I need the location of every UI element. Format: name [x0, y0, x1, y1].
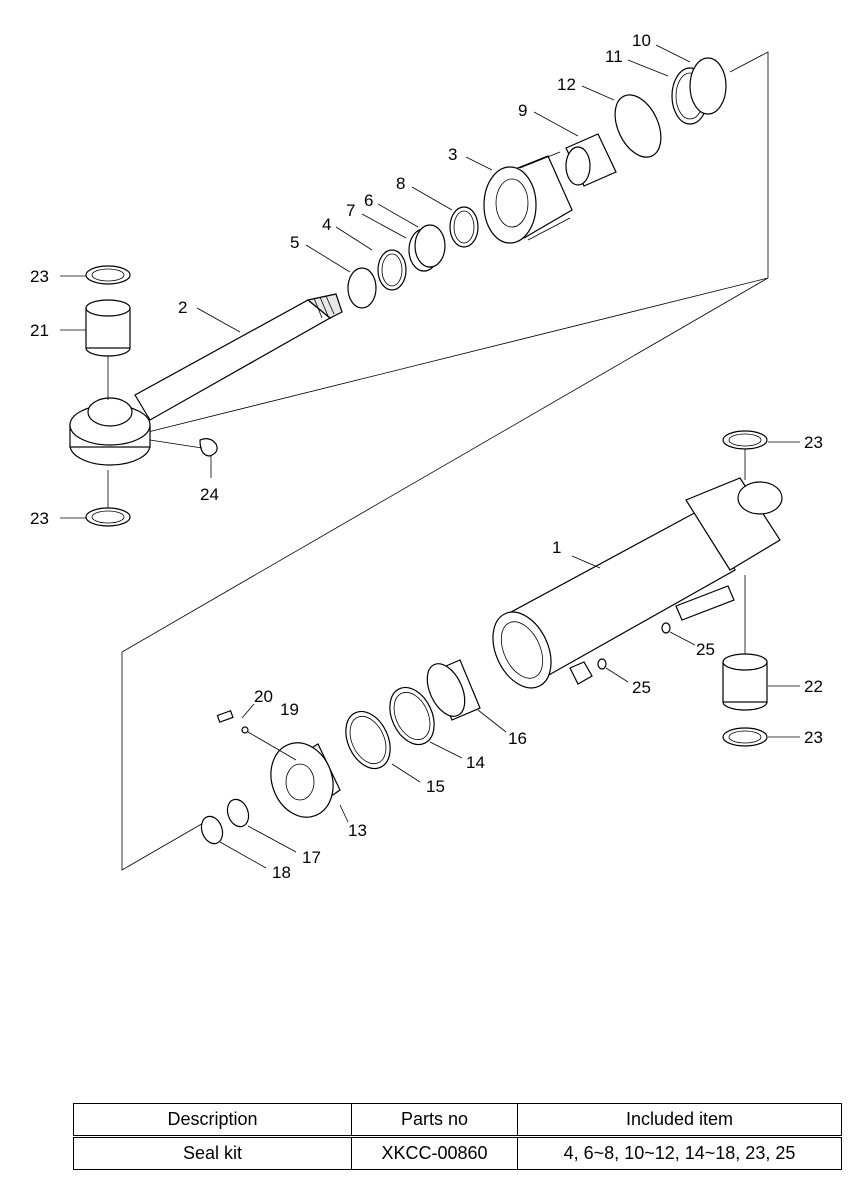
callout-10: 10	[632, 31, 651, 50]
callout-12: 12	[557, 75, 576, 94]
callout-20: 20	[254, 687, 273, 706]
callout-3: 3	[448, 145, 457, 164]
callout-11: 11	[605, 47, 623, 66]
callout-15: 15	[426, 777, 445, 796]
callout-23-bottom-right: 23	[804, 728, 823, 747]
tube-bushing-22	[722, 653, 768, 711]
callout-24: 24	[200, 485, 219, 504]
callout-7: 7	[346, 201, 355, 220]
rod-bushing-21	[85, 299, 131, 400]
ring-10	[689, 57, 727, 115]
callout-23-top-left: 23	[30, 267, 49, 286]
callout-13: 13	[348, 821, 367, 840]
set-screw-20	[216, 710, 234, 723]
callout-18: 18	[272, 863, 291, 882]
callout-4: 4	[322, 215, 331, 234]
callout-8: 8	[396, 174, 405, 193]
assembly-frame	[121, 652, 206, 871]
callout-2: 2	[178, 298, 187, 317]
callout-25-upper: 25	[696, 640, 715, 659]
oring-25-lower	[597, 658, 607, 670]
ring-5	[347, 267, 377, 309]
header-parts-no: Parts no	[351, 1103, 518, 1137]
cell-description: Seal kit	[73, 1136, 352, 1170]
ring-17	[226, 798, 250, 828]
callout-14: 14	[466, 753, 485, 772]
callout-9: 9	[518, 101, 527, 120]
ring-14	[389, 686, 435, 746]
callout-25-lower: 25	[632, 678, 651, 697]
callout-23-top-right: 23	[804, 433, 823, 452]
callout-labels: 1 2 3 4 5 6 7 8 9 10 11 12 13 14 15 16 1…	[30, 31, 823, 882]
callout-6: 6	[364, 191, 373, 210]
table-header-row: Description Parts no Included item	[73, 1103, 842, 1137]
ring-16	[426, 659, 481, 721]
seal-kit-table: Description Parts no Included item Seal …	[73, 1103, 842, 1170]
ring-8	[449, 206, 479, 248]
ring-18	[200, 815, 224, 845]
ring-4	[377, 249, 407, 291]
ball-19	[241, 726, 249, 734]
callout-1: 1	[552, 538, 561, 557]
piston-rod	[69, 293, 343, 466]
callout-16: 16	[508, 729, 527, 748]
callout-17: 17	[302, 848, 321, 867]
bushing-9	[565, 133, 617, 187]
cylinder-tube-1	[492, 477, 783, 689]
callout-5: 5	[290, 233, 299, 252]
leader-lines	[60, 44, 800, 869]
piston-13	[270, 742, 341, 818]
rod-cover-3	[483, 151, 573, 244]
header-included-item: Included item	[517, 1103, 842, 1137]
callout-21: 21	[30, 321, 49, 340]
cell-parts-no: XKCC-00860	[351, 1136, 518, 1170]
ring-15	[345, 710, 391, 770]
oring-25-upper	[661, 622, 671, 634]
callout-22: 22	[804, 677, 823, 696]
header-description: Description	[73, 1103, 352, 1137]
cell-included-item: 4, 6~8, 10~12, 14~18, 23, 25	[517, 1136, 842, 1170]
callout-23-bottom-left: 23	[30, 509, 49, 528]
ring-12	[614, 94, 662, 158]
callout-19: 19	[280, 700, 299, 719]
exploded-parts-diagram: 1 2 3 4 5 6 7 8 9 10 11 12 13 14 15 16 1…	[30, 31, 823, 882]
table-row: Seal kit XKCC-00860 4, 6~8, 10~12, 14~18…	[73, 1136, 842, 1170]
